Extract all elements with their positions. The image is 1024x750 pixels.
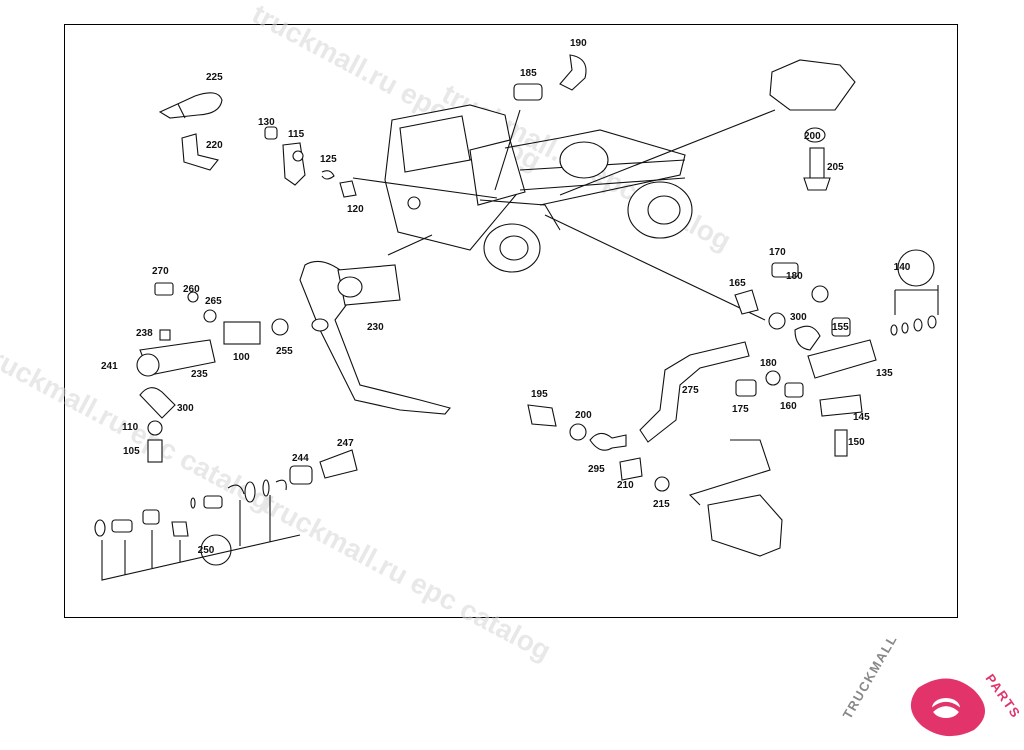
part-number-label: 220 bbox=[206, 140, 223, 151]
cable-tie-part bbox=[158, 92, 223, 119]
part-number-label: 200 bbox=[575, 410, 592, 421]
part-number-label: 275 bbox=[682, 385, 699, 396]
part-number-label: 140 bbox=[894, 262, 911, 273]
part-number-label: 225 bbox=[206, 72, 223, 83]
logo-text-accent: PARTS bbox=[983, 671, 1024, 721]
part-number-label: 190 bbox=[570, 38, 587, 49]
part-number-label: 215 bbox=[653, 499, 670, 510]
part-number-label: 210 bbox=[617, 480, 634, 491]
clutch-pedal-part bbox=[299, 260, 451, 415]
part-number-label: 105 bbox=[123, 446, 140, 457]
part-number-label: 270 bbox=[152, 266, 169, 277]
truck-illustration bbox=[384, 104, 693, 273]
part-number-label: 110 bbox=[122, 422, 139, 433]
repair-kit-parts bbox=[94, 449, 358, 581]
part-number-label: 300 bbox=[790, 312, 807, 323]
part-number-label: 175 bbox=[732, 404, 749, 415]
part-number-label: 165 bbox=[729, 278, 746, 289]
part-number-label: 295 bbox=[588, 464, 605, 475]
part-number-label: 185 bbox=[520, 68, 537, 79]
part-number-label: 100 bbox=[233, 352, 250, 363]
part-number-label: 135 bbox=[876, 368, 893, 379]
part-number-label: 180 bbox=[786, 271, 803, 282]
part-number-label: 155 bbox=[832, 322, 849, 333]
master-cylinder-part bbox=[136, 282, 289, 463]
part-number-label: 195 bbox=[531, 389, 548, 400]
bracket-part bbox=[181, 133, 219, 171]
logo-text-primary: TRUCKMALL bbox=[840, 632, 901, 722]
part-number-label: 235 bbox=[191, 369, 208, 380]
part-number-label: 247 bbox=[337, 438, 354, 449]
part-number-label: 300 bbox=[177, 403, 194, 414]
part-number-label: 265 bbox=[205, 296, 222, 307]
part-number-label: 200 bbox=[804, 131, 821, 142]
valve-block-parts bbox=[734, 249, 939, 457]
part-number-label: 250 bbox=[198, 545, 215, 556]
part-number-label: 230 bbox=[367, 322, 384, 333]
fitting-parts-top bbox=[513, 54, 856, 191]
hose-fitting-parts bbox=[527, 341, 783, 557]
part-number-label: 145 bbox=[853, 412, 870, 423]
part-number-label: 130 bbox=[258, 117, 275, 128]
part-number-label: 180 bbox=[760, 358, 777, 369]
truckmall-logo bbox=[910, 678, 985, 737]
part-number-label: 205 bbox=[827, 162, 844, 173]
leader-lines bbox=[352, 109, 776, 506]
part-number-label: 244 bbox=[292, 453, 309, 464]
diagram-frame bbox=[64, 24, 958, 618]
part-number-label: 125 bbox=[320, 154, 337, 165]
part-callouts: 225 220 130 115 125 120 185 190 200 205 230 270 260 2… bbox=[101, 38, 911, 556]
part-number-label: 241 bbox=[101, 361, 118, 372]
part-number-label: 115 bbox=[288, 129, 305, 140]
part-number-label: 170 bbox=[769, 247, 786, 258]
part-number-label: 150 bbox=[848, 437, 865, 448]
part-number-label: 120 bbox=[347, 204, 364, 215]
part-number-label: 160 bbox=[780, 401, 797, 412]
part-number-label: 238 bbox=[136, 328, 153, 339]
switch-bracket-part bbox=[264, 126, 357, 198]
part-number-label: 255 bbox=[276, 346, 293, 357]
part-number-label: 260 bbox=[183, 284, 200, 295]
